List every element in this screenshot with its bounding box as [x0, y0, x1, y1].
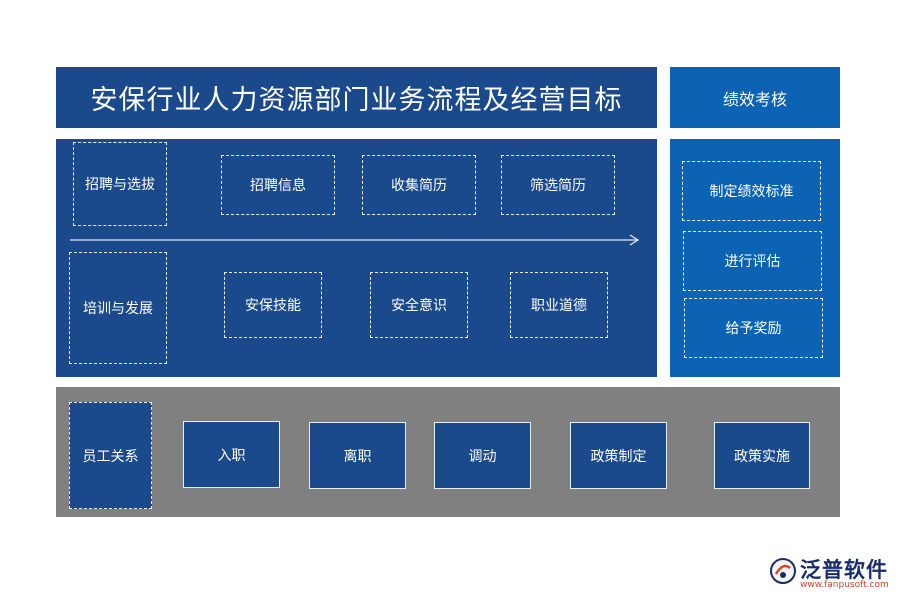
performance-panel — [670, 139, 840, 377]
training-step-skills: 安保技能 — [224, 272, 322, 338]
recruitment-step-info: 招聘信息 — [221, 155, 335, 215]
recruitment-label: 招聘与选拔 — [73, 142, 167, 226]
training-step-safety: 安全意识 — [370, 272, 468, 338]
recruitment-step-collect: 收集简历 — [362, 155, 476, 215]
performance-item-standard: 制定绩效标准 — [682, 161, 821, 221]
page-title: 安保行业人力资源部门业务流程及经营目标 — [56, 67, 657, 128]
process-arrow — [70, 234, 640, 246]
relations-step-resign: 离职 — [309, 422, 406, 489]
relations-step-transfer: 调动 — [434, 422, 531, 489]
recruitment-step-screen: 筛选简历 — [501, 155, 615, 215]
fanpu-logo-icon — [770, 558, 796, 584]
training-label: 培训与发展 — [69, 252, 167, 364]
training-step-ethics: 职业道德 — [510, 272, 608, 338]
relations-step-onboard: 入职 — [183, 421, 280, 488]
relations-step-policy-make: 政策制定 — [570, 422, 667, 489]
performance-item-reward: 给予奖励 — [684, 298, 823, 358]
relations-label: 员工关系 — [69, 402, 152, 509]
performance-header: 绩效考核 — [670, 67, 840, 128]
logo-url: www.fanpusoft.com — [800, 580, 889, 590]
relations-step-policy-implement: 政策实施 — [714, 422, 810, 489]
performance-item-evaluate: 进行评估 — [683, 231, 822, 291]
logo-name: 泛普软件 — [800, 558, 888, 582]
